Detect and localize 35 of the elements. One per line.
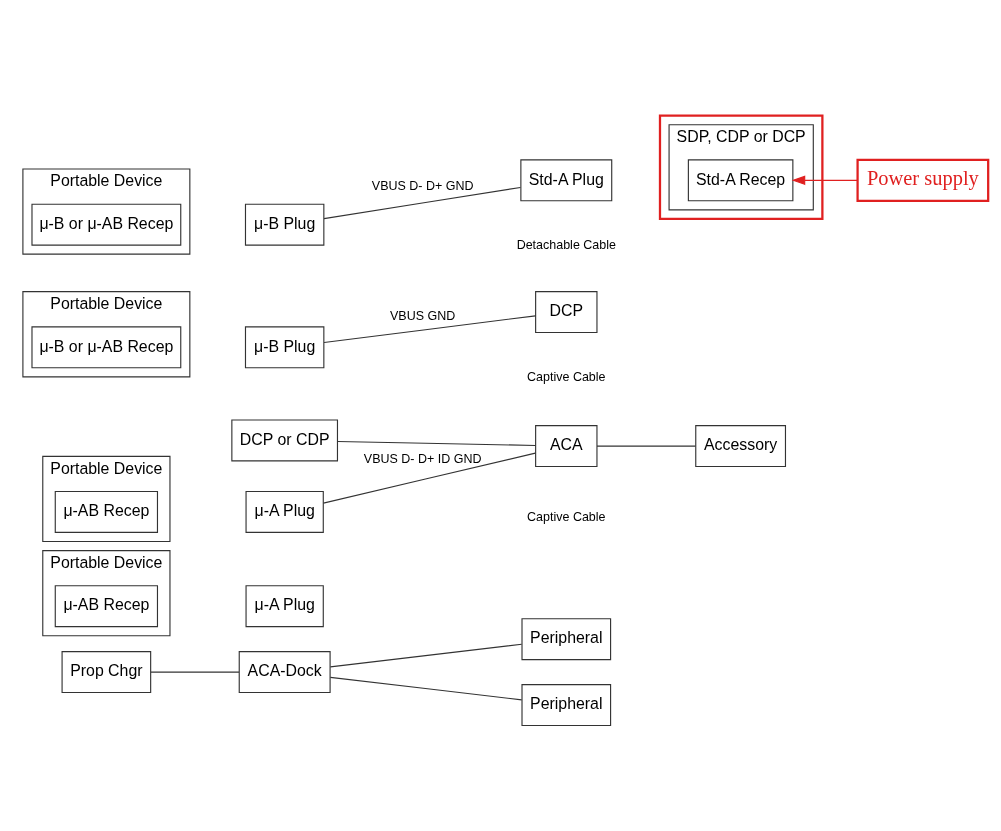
node-box: μ-B Plug [244, 325, 324, 368]
connector [329, 676, 522, 700]
label: Captive Cable [526, 509, 606, 524]
node-box: μ-B Plug [244, 203, 324, 246]
edge-label: VBUS GND [389, 308, 455, 323]
node-box: ACA-Dock [238, 650, 331, 693]
node-box: Accessory [694, 424, 786, 467]
node-box: μ-B or μ-AB Recep [30, 203, 181, 246]
node-box: DCP [534, 290, 598, 333]
label: Detachable Cable [516, 237, 616, 252]
arrow [791, 175, 858, 185]
edge-label: VBUS D- D+ GND [371, 178, 473, 193]
cluster [658, 114, 823, 220]
node-box: μ-A Plug [245, 584, 324, 627]
connector [322, 452, 536, 504]
node-box: Prop Chgr [61, 650, 151, 693]
node-box: μ-AB Recep [54, 584, 158, 627]
node-box: Peripheral [520, 683, 611, 726]
node-box: Std-A Plug [519, 158, 612, 201]
node-box: ACA [534, 424, 598, 467]
node-box: μ-B or μ-AB Recep [30, 325, 181, 368]
node-box: μ-AB Recep [54, 490, 158, 533]
connector [336, 440, 536, 446]
connector [329, 643, 522, 667]
node-box: DCP or CDP [230, 418, 338, 461]
node-box: Power supply [855, 158, 989, 202]
connector [595, 445, 696, 447]
node-box: Peripheral [520, 617, 611, 660]
connector [149, 671, 240, 673]
label: Captive Cable [526, 369, 606, 384]
node-box: Std-A Recep [687, 158, 793, 201]
connector [323, 314, 536, 343]
connector [323, 186, 521, 219]
edge-label: VBUS D- D+ ID GND [363, 451, 481, 466]
node-box: μ-A Plug [245, 490, 324, 533]
